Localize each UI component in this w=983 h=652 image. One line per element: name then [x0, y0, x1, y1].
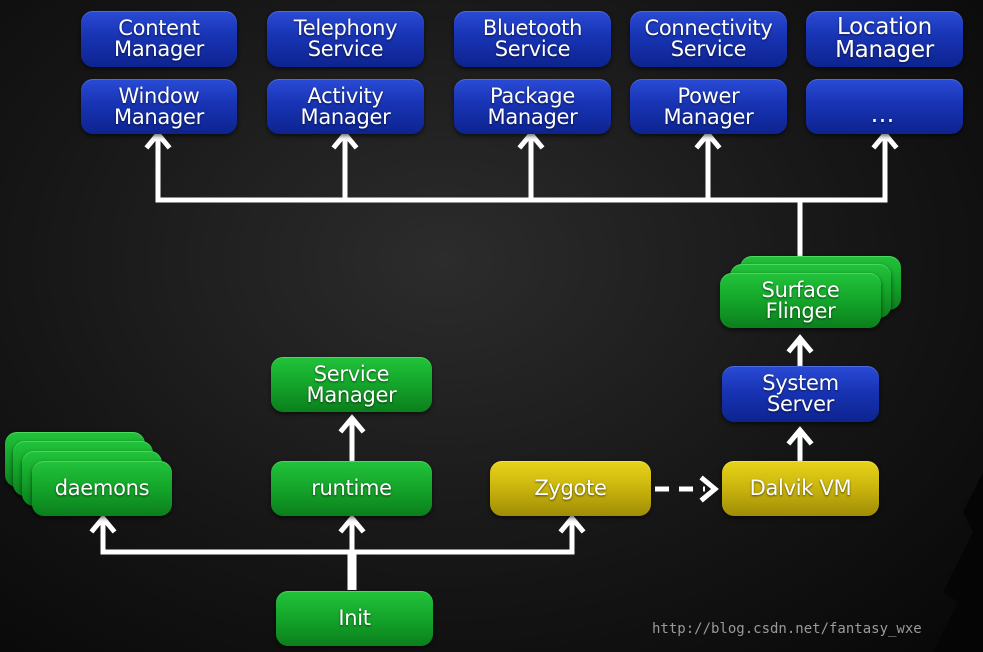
system-server-box: System Server [722, 366, 879, 422]
package-manager-box: Package Manager [454, 79, 611, 134]
bluetooth-service-line1: Bluetooth [482, 16, 583, 40]
telephony-service-box: Telephony Service [267, 11, 424, 67]
service-manager-line2: Manager [306, 382, 397, 407]
daemons-box: daemons [32, 461, 172, 516]
arrowhead-zygote [558, 514, 586, 534]
daemons-label: daemons [54, 476, 150, 500]
activity-manager-box: Activity Manager [267, 79, 424, 134]
connectivity-service-line1: Connectivity [644, 16, 773, 40]
arrowhead-activity-manager [331, 130, 359, 150]
service-manager-box: Service Manager [271, 357, 432, 412]
bluetooth-service-line2: Service [494, 37, 571, 61]
connectivity-service-line2: Service [670, 37, 747, 61]
power-manager-line2: Manager [663, 104, 754, 129]
bluetooth-service-box: Bluetooth Service [454, 11, 611, 67]
power-manager-line1: Power [677, 83, 740, 108]
decorative-corner-shape [933, 472, 983, 652]
system-server-line1: System [762, 371, 839, 395]
runtime-label: runtime [311, 476, 392, 500]
content-manager-line2: Manager [114, 37, 204, 61]
arrowhead-package-manager [517, 130, 545, 150]
arrowhead-more-services [871, 130, 899, 150]
surface-flinger-line1: Surface [761, 277, 840, 302]
watermark-url: http://blog.csdn.net/fantasy_wxe [652, 621, 922, 637]
window-manager-box: Window Manager [81, 79, 237, 134]
arrowhead-power-manager [694, 130, 722, 150]
zygote-box: Zygote [490, 461, 651, 516]
arrowhead-daemons [89, 514, 117, 534]
location-manager-line1: Location [837, 14, 932, 40]
window-manager-line1: Window [118, 83, 200, 108]
runtime-box: runtime [271, 461, 432, 516]
arrowhead-surface-flinger [786, 334, 814, 354]
telephony-service-line2: Service [307, 37, 384, 61]
content-manager-box: Content Manager [81, 11, 237, 67]
location-manager-box: Location Manager [806, 11, 963, 67]
more-services-ellipsis: … [870, 99, 899, 128]
surface-flinger-line2: Flinger [765, 298, 836, 323]
telephony-service-line1: Telephony [293, 16, 398, 40]
arrowhead-service-manager [338, 414, 366, 434]
service-manager-line1: Service [313, 361, 390, 386]
zygote-label: Zygote [534, 476, 607, 500]
content-manager-line1: Content [118, 16, 200, 40]
window-manager-line2: Manager [114, 104, 204, 129]
dalvik-vm-label: Dalvik VM [749, 476, 852, 500]
activity-manager-line1: Activity [307, 83, 384, 108]
arrowhead-system-server [786, 426, 814, 446]
package-manager-line2: Manager [487, 104, 578, 129]
dalvik-vm-box: Dalvik VM [722, 461, 879, 516]
arrowhead-dalvik [699, 475, 719, 503]
init-box: Init [276, 591, 433, 646]
connectivity-service-box: Connectivity Service [630, 11, 787, 67]
system-server-line2: Server [766, 392, 835, 416]
power-manager-box: Power Manager [630, 79, 787, 134]
arrowhead-window-manager [144, 130, 172, 150]
arrowhead-runtime [338, 514, 366, 534]
package-manager-line1: Package [490, 83, 575, 108]
more-services-box: … [806, 79, 963, 134]
activity-manager-line2: Manager [300, 104, 391, 129]
surface-flinger-box: Surface Flinger [720, 273, 881, 328]
location-manager-line2: Manager [835, 37, 934, 63]
init-label: Init [338, 606, 371, 630]
